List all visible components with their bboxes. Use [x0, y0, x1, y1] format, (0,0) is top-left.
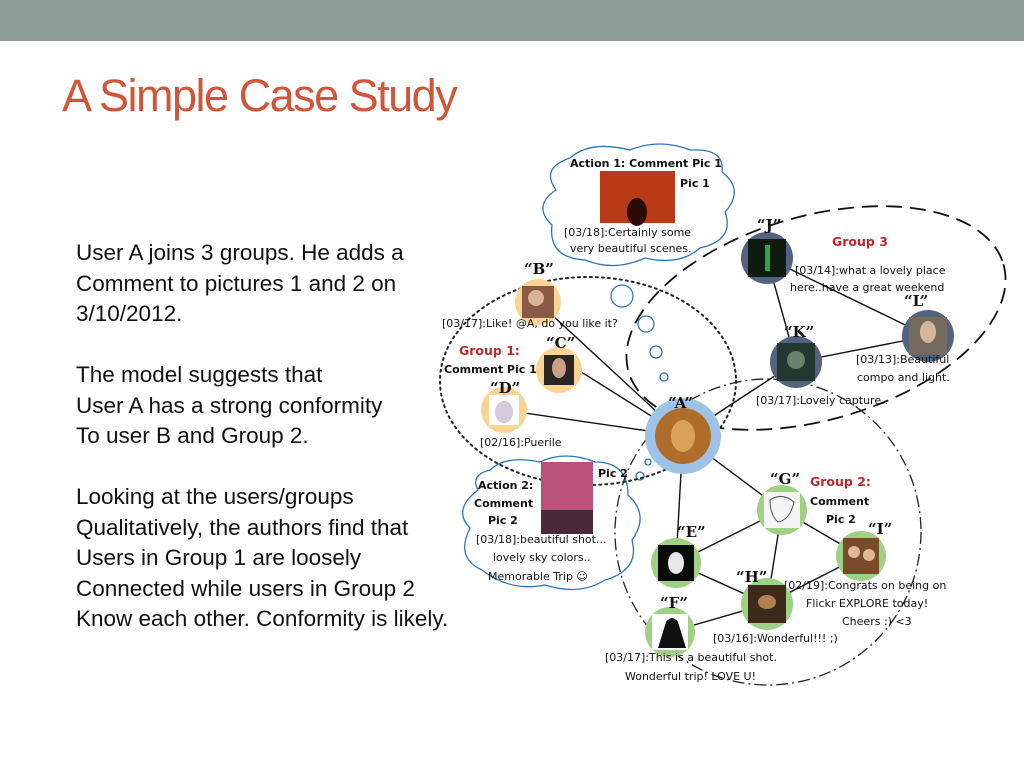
node-k[interactable]	[770, 336, 822, 388]
action2-comment-line: Memorable Trip ☺	[488, 570, 588, 583]
action2-label-line: Action 2:	[478, 479, 533, 492]
node-f[interactable]	[645, 607, 695, 657]
slide-body: User A joins 3 groups. He adds a Comment…	[76, 238, 516, 665]
node-l-label: “L”	[904, 292, 928, 310]
action1-heading: Action 1: Comment Pic 1	[570, 157, 722, 170]
action2-comment-line: lovely sky colors..	[493, 551, 591, 564]
node-h[interactable]	[741, 578, 793, 630]
node-j-comment: [03/14]:what a lovely place	[795, 264, 946, 277]
node-j-comment: here..have a great weekend	[790, 281, 944, 294]
node-f-comment: Wonderful trip! LOVE U!	[625, 670, 756, 683]
pic-1-figure	[627, 198, 647, 226]
node-b[interactable]	[515, 279, 561, 325]
node-f-label: “F”	[660, 594, 688, 612]
node-e[interactable]	[651, 538, 701, 588]
node-e-label: “E”	[677, 523, 706, 541]
node-g[interactable]	[757, 485, 807, 535]
node-j-label: “J”	[757, 216, 781, 234]
node-k-label: “K”	[784, 323, 814, 341]
node-i-comment: [02/19]:Congrats on being on	[784, 579, 946, 592]
action1-pic-label: Pic 1	[680, 177, 710, 190]
node-l-comment: compo and light.	[857, 371, 950, 384]
node-d[interactable]	[481, 387, 527, 433]
action1-comment-line: [03/18]:Certainly some	[564, 226, 691, 239]
node-g-label: “G”	[770, 470, 800, 488]
body-line: User A joins 3 groups. He adds a	[76, 240, 404, 265]
pic-2-water	[541, 510, 593, 534]
group-3-boundary	[625, 205, 1007, 431]
body-line: User A has a strong conformity	[76, 392, 383, 418]
node-i-label: “I”	[868, 520, 892, 538]
action2-pic-label: Pic 2	[598, 467, 628, 480]
group-1-sublabel: Comment Pic 1	[444, 363, 537, 376]
body-line: The model suggests that	[76, 362, 323, 387]
node-h-comment: [03/16]:Wonderful!!! ;)	[713, 632, 838, 645]
group-2-label: Group 2:	[810, 474, 871, 489]
node-a-label: “A”	[668, 394, 693, 412]
body-line: Connected while users in Group 2	[76, 575, 415, 601]
node-a[interactable]	[645, 398, 721, 474]
node-k-comment: [03/17]:Lovely capture..	[756, 394, 888, 407]
node-c[interactable]	[536, 347, 582, 393]
node-d-comment: [02/16]:Puerile	[480, 436, 562, 449]
paragraph-3: Looking at the users/groups Qualitativel…	[76, 482, 516, 635]
paragraph-1: User A joins 3 groups. He adds a Comment…	[76, 238, 516, 330]
node-d-label: “D”	[490, 379, 520, 397]
body-line: Looking at the users/groups	[76, 484, 354, 509]
body-line: 3/10/2012.	[76, 301, 183, 326]
node-i-comment: Cheers :) <3	[842, 615, 912, 628]
node-h-label: “H”	[736, 568, 767, 586]
body-line: Comment to pictures 1 and 2 on	[76, 270, 397, 296]
body-line: Qualitatively, the authors find that	[76, 514, 409, 540]
node-c-label: “C”	[546, 334, 575, 352]
body-line: Know each other. Conformity is likely.	[76, 606, 449, 631]
node-i-comment: Flickr EXPLORE today!	[806, 597, 928, 610]
group-2-boundary	[614, 378, 922, 686]
action1-comment-line: very beautiful scenes.	[570, 242, 692, 255]
action2-label-line: Pic 2	[488, 514, 518, 527]
node-j[interactable]	[741, 232, 793, 284]
action2-label-line: Comment	[474, 497, 533, 510]
node-l[interactable]	[902, 310, 954, 362]
node-b-label: “B”	[524, 260, 554, 278]
node-b-comment: [03/17]:Like! @A, do you like it?	[442, 317, 618, 330]
paragraph-2: The model suggests that User A has a str…	[76, 360, 516, 452]
action2-comment-line: [03/18]:beautiful shot...	[476, 533, 606, 546]
group-3-label: Group 3	[832, 234, 888, 249]
top-bar	[0, 0, 1024, 41]
node-i[interactable]	[836, 531, 886, 581]
slide-title: A Simple Case Study	[62, 70, 458, 121]
body-line: Users in Group 1 are loosely	[76, 545, 362, 570]
node-f-comment: [03/17]:This is a beautiful shot.	[605, 651, 777, 664]
node-l-comment: [03/13]:Beautiful	[856, 353, 949, 366]
group-1-label: Group 1:	[459, 343, 520, 358]
group-2-sublabel: Comment	[810, 495, 869, 508]
group-2-sublabel: Pic 2	[826, 513, 856, 526]
body-line: To user B and Group 2.	[76, 423, 309, 448]
